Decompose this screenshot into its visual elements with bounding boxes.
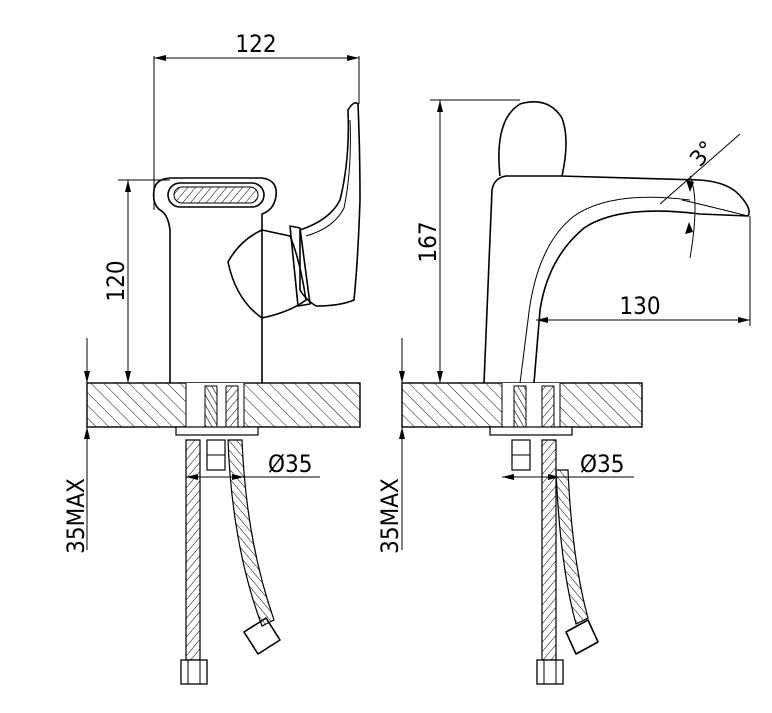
front-diameter-dimension: Ø35 [186,450,320,480]
front-faucet-body [152,102,361,383]
side-view: 167 130 3° 35MAX [376,99,751,685]
front-diameter-label: Ø35 [268,450,312,478]
side-angle-label: 3° [685,137,720,172]
front-max-thickness-label: 35MAX [62,478,90,554]
side-height-dimension: 167 [414,99,520,383]
side-max-thickness-label: 35MAX [376,478,404,554]
side-reach-dimension: 130 [536,216,751,326]
side-reach-label: 130 [619,292,660,320]
front-height-label: 120 [102,260,130,301]
side-diameter-label: Ø35 [580,450,624,478]
side-countertop [401,382,643,436]
side-faucet-body [483,101,750,384]
front-countertop [86,382,361,436]
front-max-thickness-dimension: 35MAX [62,338,90,554]
side-angle-dimension: 3° [659,133,741,259]
side-hoses [511,439,599,685]
side-diameter-dimension: Ø35 [502,450,634,480]
front-view: 122 120 35MAX [62,30,361,685]
front-width-dimension: 122 [153,30,360,210]
side-height-label: 167 [414,221,442,262]
front-width-label: 122 [235,30,276,58]
side-max-thickness-dimension: 35MAX [376,338,405,554]
front-hoses [180,439,281,685]
front-height-dimension: 120 [102,179,170,383]
